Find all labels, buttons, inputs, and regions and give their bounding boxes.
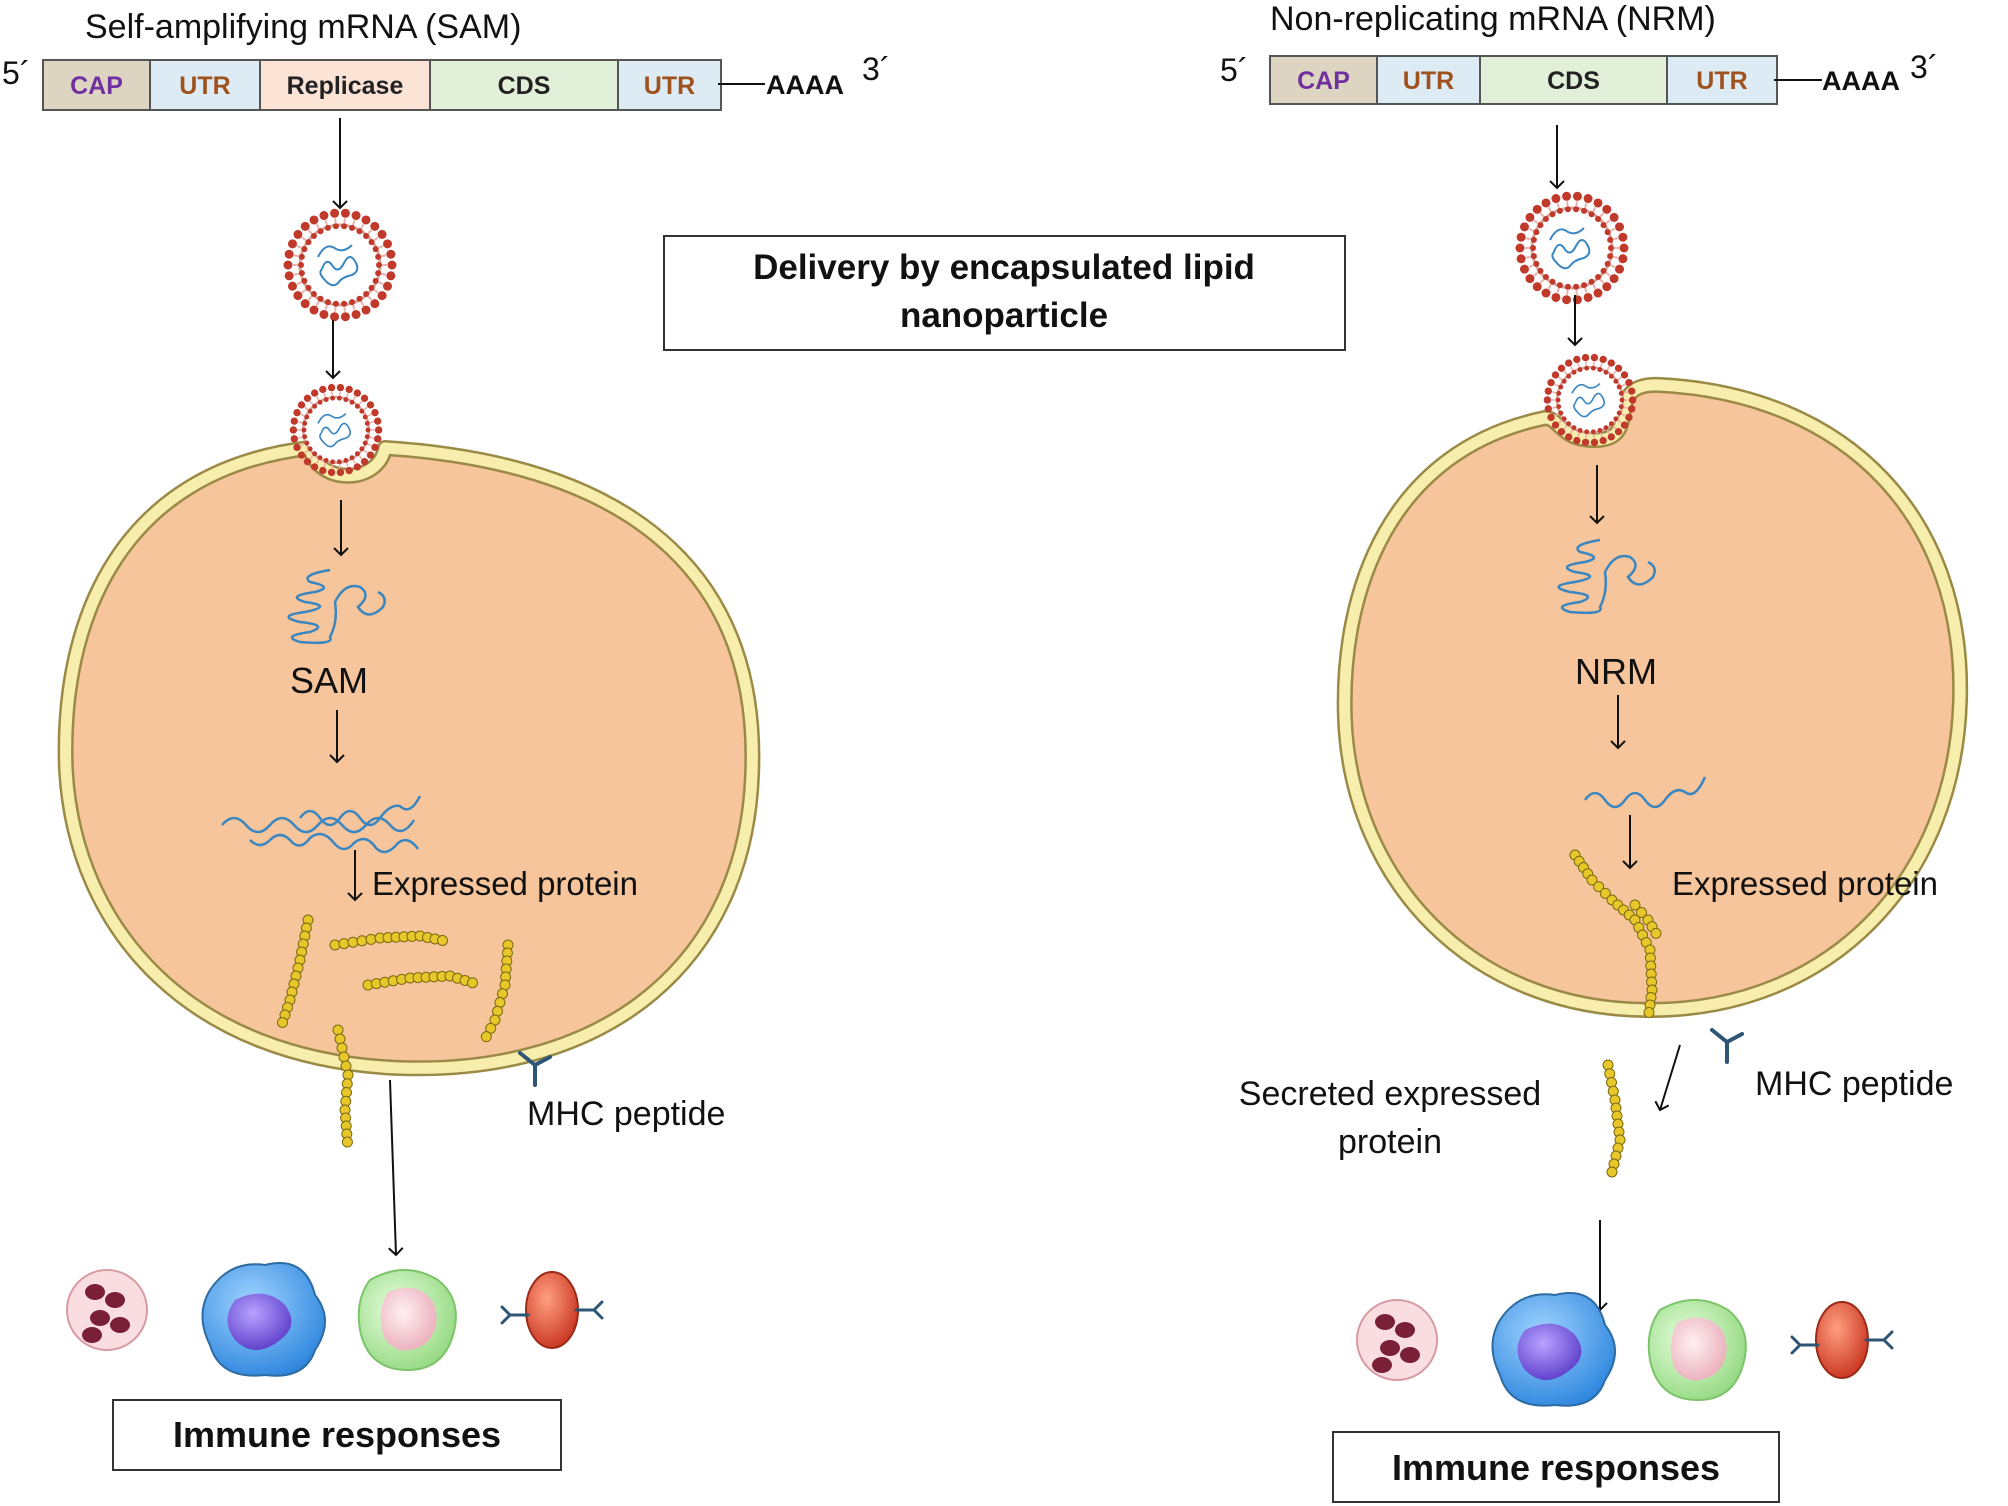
right-title: Non-replicating mRNA (NRM): [1270, 0, 1716, 38]
segment-utr: UTR: [1666, 55, 1778, 105]
left-panel: Self-amplifying mRNA (SAM) 5´ CAP UTR Repl…: [2, 8, 890, 1471]
right-mhc-label: MHC peptide: [1755, 1065, 1953, 1103]
left-five-prime: 5´: [2, 55, 30, 91]
secreted-label-line-1: Secreted expressed: [1239, 1075, 1541, 1113]
lymphocyte-icon: [1647, 1299, 1747, 1402]
segment-label: CAP: [1297, 67, 1350, 95]
delivery-box: Delivery by encapsulated lipid nanoparti…: [663, 235, 1346, 351]
left-expressed-label: Expressed protein: [372, 865, 638, 902]
left-cell: [57, 440, 761, 1077]
segment-cds: CDS: [1479, 55, 1668, 105]
mrna-strand-icon: [1583, 776, 1707, 809]
left-immune-label: Immune responses: [173, 1414, 501, 1455]
secreted-label-line-2: protein: [1338, 1123, 1442, 1161]
segment-cap: CAP: [42, 59, 151, 111]
left-segments: CAP UTR Replicase CDS UTR: [42, 59, 722, 111]
right-panel: Non-replicating mRNA (NRM) 5´ CAP UTR CDS U…: [1220, 0, 1969, 1503]
nrm-label: NRM: [1575, 651, 1657, 692]
protein-chain: [332, 1024, 354, 1148]
protein-chain: [1569, 849, 1658, 1018]
protein-chain: [480, 939, 514, 1043]
expressed-protein-chains: [277, 914, 514, 1148]
segment-utr: UTR: [1376, 55, 1481, 105]
amplified-mrna-icon: [221, 795, 422, 854]
protein-chain: [277, 914, 314, 1028]
segment-utr: UTR: [149, 59, 261, 111]
segment-label: CDS: [1547, 67, 1600, 95]
delivery-line-2: nanoparticle: [900, 296, 1108, 335]
lipid-nanoparticle: [283, 208, 397, 322]
segment-cap: CAP: [1269, 55, 1378, 105]
left-title: Self-amplifying mRNA (SAM): [85, 8, 521, 46]
left-three-prime: 3´: [862, 51, 890, 87]
macrophage-icon: [201, 1262, 326, 1377]
right-three-prime: 3´: [1910, 49, 1938, 85]
segment-label: UTR: [179, 72, 230, 100]
left-mrna-construct: 5´ CAP UTR Replicase CDS UTR AAAA 3´: [2, 51, 890, 111]
segment-label: UTR: [1403, 67, 1454, 95]
segment-label: CAP: [70, 72, 123, 100]
segment-label: CDS: [498, 72, 551, 100]
left-polya: AAAA: [766, 70, 844, 100]
neutrophil-icon: [1356, 1299, 1438, 1381]
sam-label: SAM: [290, 660, 368, 701]
protein-chain: [1602, 1059, 1626, 1178]
delivery-line-1: Delivery by encapsulated lipid: [753, 248, 1255, 287]
protein-chain: [1629, 899, 1662, 939]
right-expressed-label: Expressed protein: [1672, 865, 1938, 902]
right-polya: AAAA: [1822, 66, 1900, 96]
lipid-nanoparticle-fusing: [1543, 353, 1637, 447]
right-segments: CAP UTR CDS UTR: [1269, 55, 1778, 105]
folded-mrna-icon: [287, 568, 386, 645]
lymphocyte-icon: [357, 1269, 457, 1372]
right-five-prime: 5´: [1220, 52, 1248, 88]
segment-utr: UTR: [617, 59, 722, 111]
b-cell-icon: [1790, 1301, 1894, 1379]
immune-cells-right: [1356, 1292, 1894, 1407]
left-mhc-label: MHC peptide: [527, 1095, 725, 1133]
immune-cells-left: [66, 1262, 604, 1377]
segment-label: Replicase: [287, 72, 404, 100]
b-cell-icon: [500, 1271, 604, 1349]
protein-chain: [329, 930, 448, 951]
lipid-nanoparticle: [1515, 191, 1629, 305]
neutrophil-icon: [66, 1269, 148, 1351]
macrophage-icon: [1491, 1292, 1616, 1407]
folded-mrna-icon: [1557, 538, 1656, 615]
lipid-nanoparticle-fusing: [289, 383, 383, 477]
expressed-protein-chains: [1569, 849, 1662, 1178]
mhc-peptide-icon: [518, 1051, 552, 1087]
right-cell: [1336, 376, 1969, 1018]
segment-cds: CDS: [429, 59, 619, 111]
protein-chain: [362, 970, 478, 991]
right-mrna-construct: 5´ CAP UTR CDS UTR AAAA 3´: [1220, 49, 1938, 105]
right-immune-label: Immune responses: [1392, 1447, 1720, 1488]
segment-label: UTR: [1696, 67, 1747, 95]
mhc-peptide-icon: [1710, 1028, 1744, 1064]
segment-label: UTR: [644, 72, 695, 100]
segment-replicase: Replicase: [259, 59, 431, 111]
